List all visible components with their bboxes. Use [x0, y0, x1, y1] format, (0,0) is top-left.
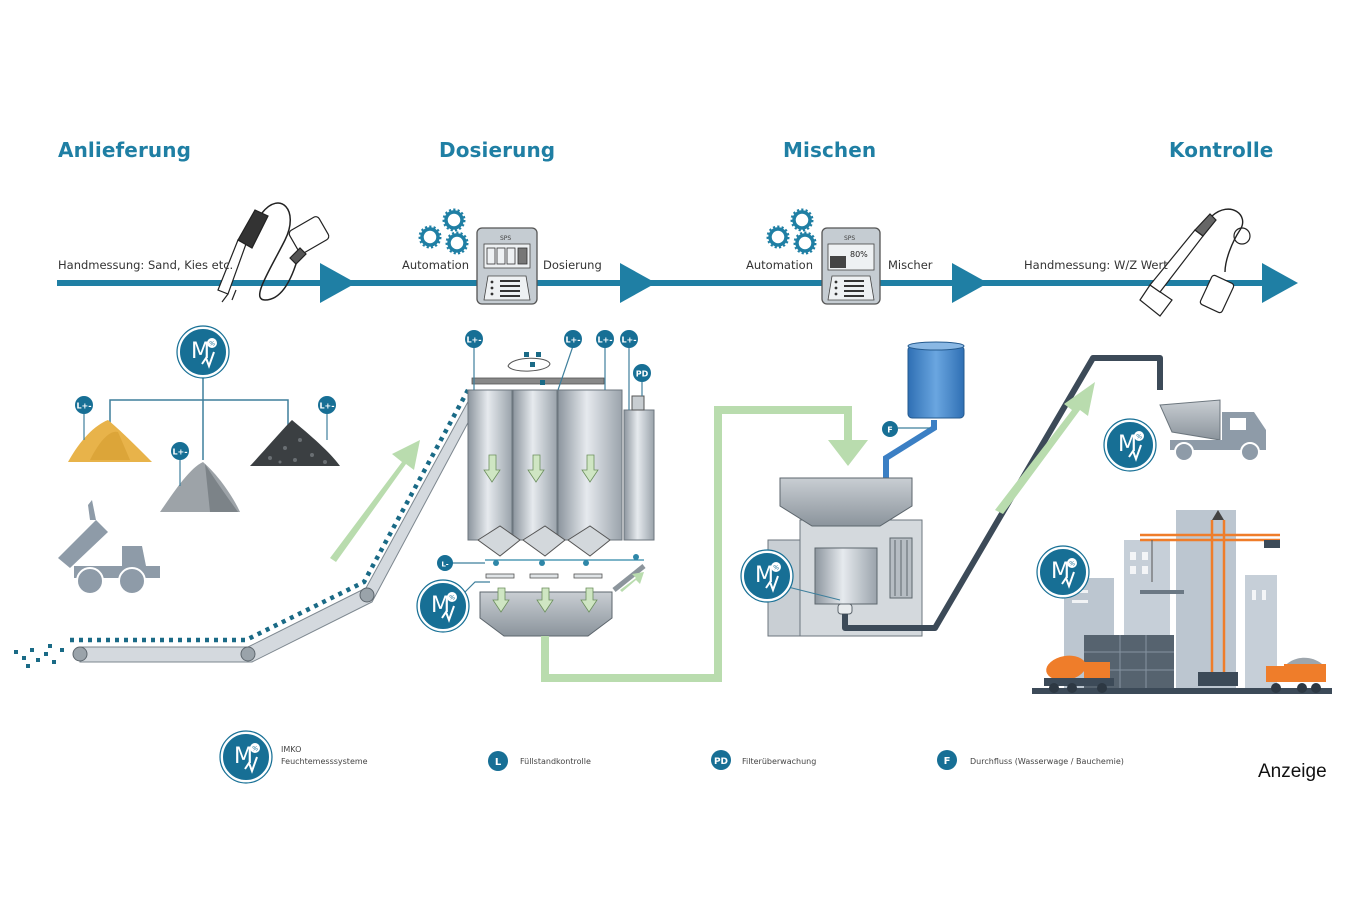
wz-value-probe-icon: [1139, 208, 1251, 317]
svg-text:PD: PD: [714, 757, 728, 767]
automation-gears-icon-2: [765, 207, 818, 256]
automation-gears-icon-1: [417, 207, 470, 256]
svg-text:L+-: L+-: [466, 336, 481, 345]
sps-controller-dosierung-icon: SPS: [476, 227, 538, 305]
construction-site-icon: [1032, 510, 1332, 694]
svg-text:L+-: L+-: [172, 448, 187, 457]
badge-level-sand: L+-: [75, 396, 93, 440]
legend-filter-text: Filterüberwachung: [742, 757, 817, 766]
cement-mixer-truck-orange-icon: [1044, 655, 1114, 693]
label-handmessung-wz: Handmessung: W/Z Wert: [1024, 258, 1168, 272]
mixer-machine: F: [740, 341, 965, 637]
svg-text:L+-: L+-: [621, 336, 636, 345]
stage-title-mischen: Mischen: [783, 138, 877, 162]
badge-level-minus: L-: [437, 555, 485, 571]
dump-truck-icon: [58, 500, 160, 595]
mixer-display-value: 80%: [850, 250, 868, 259]
badge-level-gravel: L+-: [318, 396, 336, 440]
label-automation-mischer: Automation: [746, 258, 813, 272]
badge-level-silo-2: L+-: [564, 330, 582, 348]
concrete-mixer-truck-icon: [1159, 399, 1266, 462]
legend-filter-badge-icon: PD: [711, 750, 731, 770]
flow-direction-arrow-conveyor-icon: [330, 440, 420, 562]
label-mischer: Mischer: [888, 258, 933, 272]
svg-text:L+-: L+-: [565, 336, 580, 345]
silo-level-badges: L+- L+- L+- L+- PD L-: [416, 330, 651, 633]
label-automation-dosierung: Automation: [402, 258, 469, 272]
flow-arrow-4-icon: [1262, 263, 1298, 303]
legend-imko-icon: [219, 730, 273, 784]
svg-text:F: F: [944, 756, 951, 767]
process-flow-line: [57, 263, 1298, 303]
flow-arrow-3-icon: [952, 263, 988, 303]
label-handmessung-sand: Handmessung: Sand, Kies etc.: [58, 258, 234, 272]
badge-level-silo-3: L+-: [596, 330, 614, 348]
imko-moisture-logo-icon: [176, 325, 230, 379]
badge-level-silo-1: L+-: [465, 330, 483, 348]
svg-text:L-: L-: [441, 561, 448, 569]
legend-flow-badge-icon: F: [937, 750, 957, 770]
legend-level-text: Füllstandkontrolle: [520, 757, 591, 766]
material-transport-path: [541, 406, 852, 682]
svg-text:L+-: L+-: [319, 402, 334, 411]
gravel-pile-icon: [250, 420, 340, 466]
hand-moisture-probe-icon: [217, 202, 330, 303]
imko-moisture-logo-truck-icon: [1103, 418, 1157, 472]
svg-text:L+-: L+-: [597, 336, 612, 345]
flow-arrow-2-icon: [620, 263, 656, 303]
label-dosierung: Dosierung: [543, 258, 602, 272]
legend-imko-text: IMKO Feuchtemesssysteme: [281, 744, 368, 768]
flow-direction-arrow-discharge-icon: [995, 382, 1095, 514]
sps-controller-mischer-icon: SPS 80%: [821, 227, 881, 305]
svg-text:L: L: [495, 757, 502, 768]
imko-moisture-logo-mixer-icon: [740, 549, 794, 603]
svg-text:SPS: SPS: [844, 235, 855, 242]
legend-imko-line1: IMKO: [281, 745, 302, 754]
badge-filter-monitoring: PD: [633, 364, 651, 382]
cement-pile-icon: [160, 462, 240, 512]
dump-truck-orange-icon: [1266, 657, 1326, 693]
badge-level-silo-4: L+-: [620, 330, 638, 348]
mixer-inlet-arrow-icon: [828, 440, 868, 466]
badge-flow: F: [882, 421, 930, 437]
legend-imko-line2: Feuchtemesssysteme: [281, 757, 368, 766]
silo-group: [467, 352, 655, 637]
svg-text:F: F: [887, 426, 892, 435]
badge-level-cement: L+-: [171, 442, 189, 486]
stage-title-anlieferung: Anlieferung: [58, 138, 192, 162]
flow-arrow-1-icon: [320, 263, 356, 303]
sand-pile-icon: [68, 420, 152, 462]
svg-text:PD: PD: [636, 370, 649, 379]
legend-level-badge-icon: L: [488, 751, 508, 771]
svg-text:L+-: L+-: [76, 402, 91, 411]
water-tank-icon: [907, 345, 965, 419]
stage-title-kontrolle: Kontrolle: [1169, 138, 1274, 162]
svg-text:SPS: SPS: [500, 235, 511, 242]
stage-title-dosierung: Dosierung: [439, 138, 556, 162]
legend-flow-text: Durchfluss (Wasserwage / Bauchemie): [970, 757, 1124, 766]
legend: L PD F: [219, 730, 957, 784]
imko-moisture-logo-dosing-icon: [416, 579, 470, 633]
advertisement-label: Anzeige: [1258, 761, 1327, 782]
imko-moisture-logo-site-icon: [1036, 545, 1090, 599]
imko-sensor-tree: [109, 325, 289, 460]
